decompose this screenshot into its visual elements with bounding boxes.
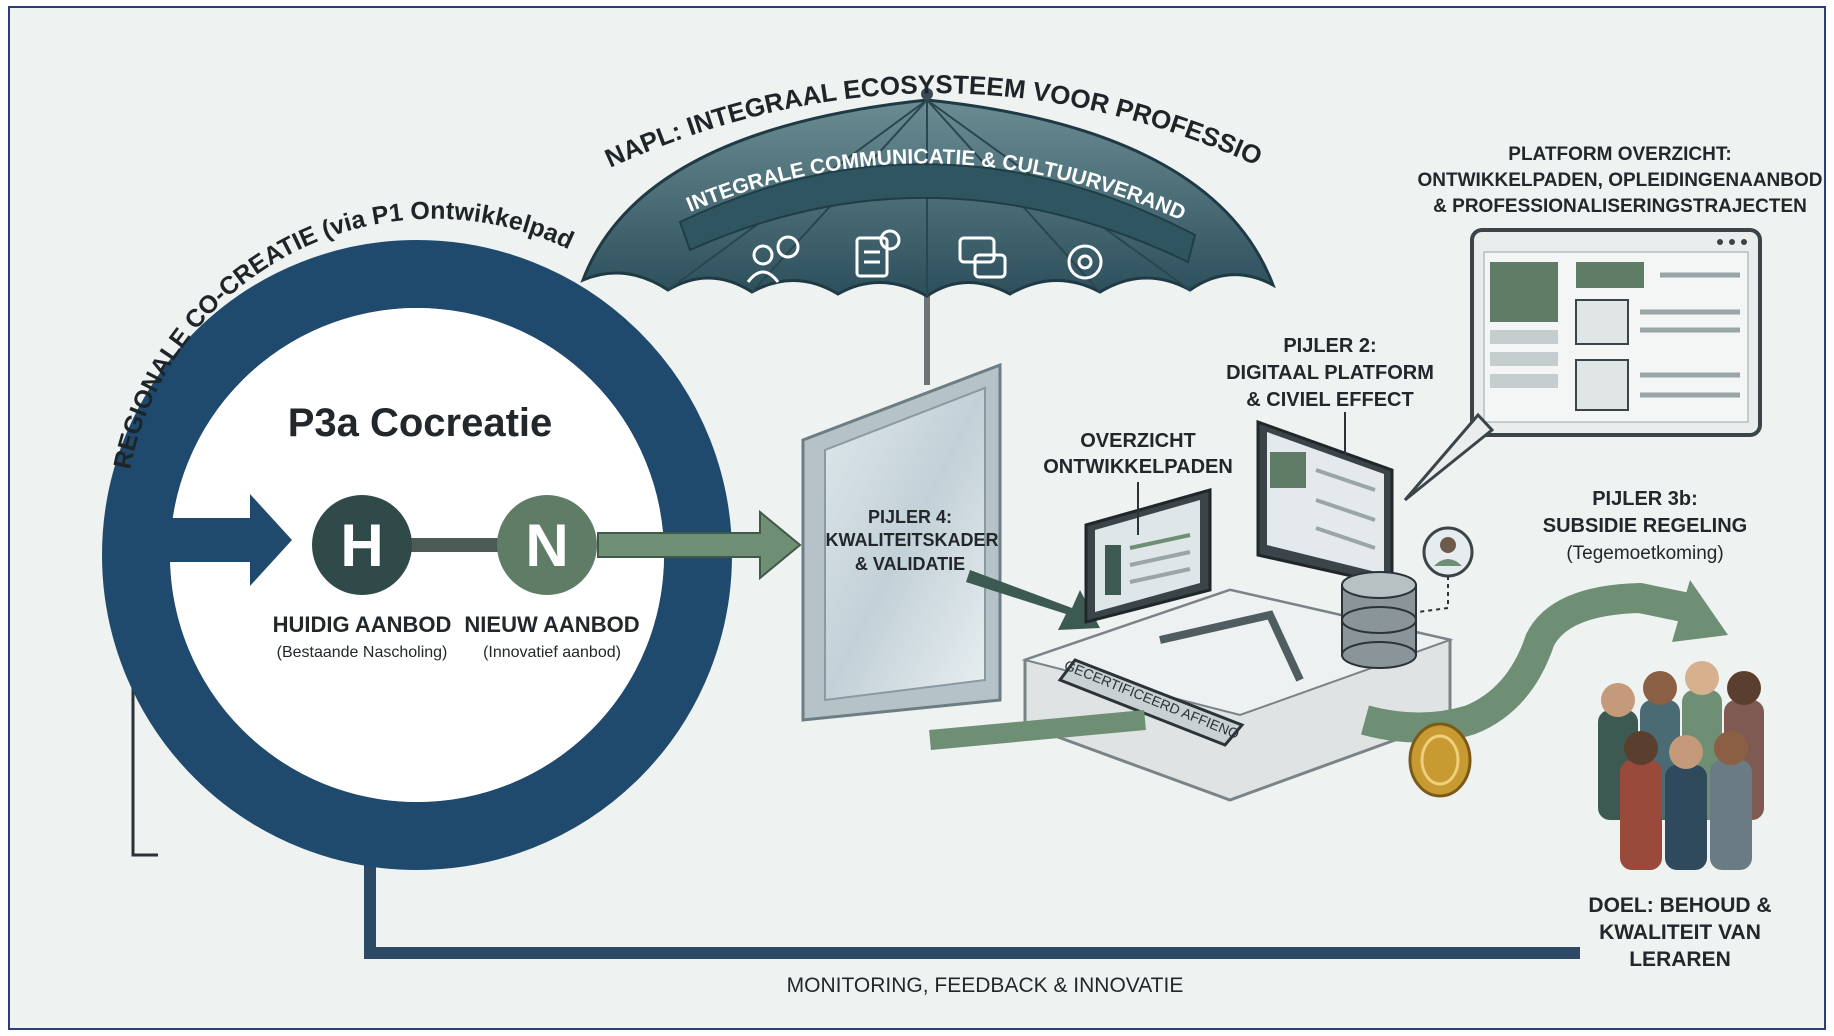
pillar2-line3: & CIVIEL EFFECT [1246,389,1413,411]
pillar4-glass-frame [801,362,1002,722]
h-sublabel: (Bestaande Nascholing) [277,644,448,661]
platform-overview-panel [1470,228,1762,437]
pillar2-line2: DIGITAAL PLATFORM [1226,362,1434,384]
cocreation-title: P3a Cocreatie [288,401,553,445]
pillar4-arrow [966,570,1100,630]
user-avatar [1422,526,1474,578]
overview-line2: ONTWIKKELPADEN [1043,456,1233,478]
h-node: H [312,495,412,595]
monitoring-label: MONITORING, FEEDBACK & INNOVATIE [787,974,1184,997]
goal-line2: KWALITEIT VAN [1599,921,1761,944]
overview-line1: OVERZICHT [1080,430,1196,452]
platform-line1: PLATFORM OVERZICHT: [1508,144,1731,165]
pillar3b-line2: SUBSIDIE REGELING [1543,515,1747,537]
h-label: HUIDIG AANBOD [273,612,452,637]
gear-icon [1067,244,1103,280]
umbrella [580,88,1276,385]
n-label: NIEUW AANBOD [464,612,639,637]
overview-laptop [1084,488,1212,624]
platform-line3: & PROFESSIONALISERINGSTRAJECTEN [1433,196,1807,217]
teachers-group [1598,661,1764,870]
avatar-link [1417,576,1449,613]
platform-monitor [1256,419,1394,587]
checklist-icon [855,229,901,278]
subsidy-flow-arrow [1361,582,1702,743]
flow-into-base [929,710,1146,750]
ring-entry-arrow [132,494,292,586]
pillar4-line1: PIJLER 4: [868,507,952,527]
pillar4-line2: KWALITEITSKADER [826,530,999,550]
n-node: N [497,495,597,595]
subsidy-arrowhead [1672,580,1728,642]
pillar3b-line3: (Tegemoetkoming) [1566,543,1723,564]
platform-line2: ONTWIKKELPADEN, OPLEIDINGENAANBOD [1418,170,1823,191]
database-icon [1341,571,1417,669]
panel-callout-tail [1403,412,1495,502]
pillar4-line3: & VALIDATIE [855,554,965,574]
pillar2-line1: PIJLER 2: [1283,335,1376,357]
h-letter: H [340,512,383,579]
pillar3b-line1: PIJLER 3b: [1592,488,1698,510]
people-chat-icon [746,235,800,283]
coin-icon [1408,722,1472,798]
goal-line1: DOEL: BEHOUD & [1588,894,1771,917]
chat-bubbles-icon [958,236,1007,279]
goal-line3: LERAREN [1629,948,1731,971]
n-sublabel: (Innovatief aanbod) [483,644,621,661]
n-letter: N [525,512,568,579]
n-to-pillar4-arrow [597,509,802,581]
